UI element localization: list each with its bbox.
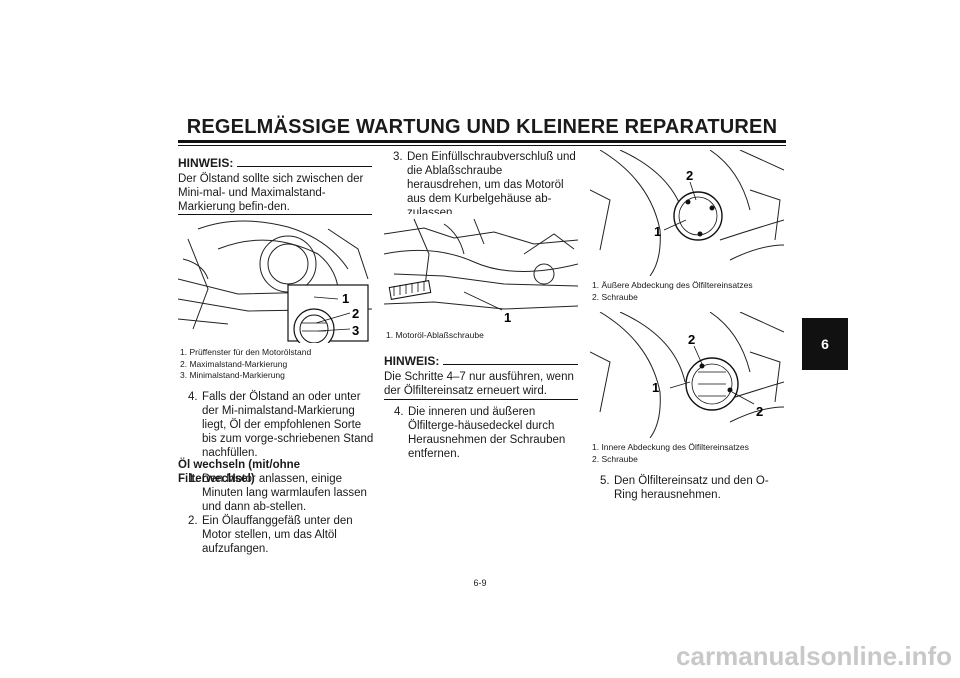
title-rule (178, 140, 786, 143)
figure-oil-level-window: 1 2 3 (178, 219, 372, 343)
step-number: 2. (188, 515, 198, 527)
chapter-tab[interactable]: 6 (802, 318, 848, 370)
step-text: Falls der Ölstand an oder unter der Mi-n… (202, 391, 374, 459)
step-text: Den Ölfiltereinsatz und den O-Ring herau… (614, 475, 769, 501)
step-5: 5. Den Ölfiltereinsatz und den O-Ring he… (600, 474, 786, 502)
step-number: 3. (393, 151, 403, 163)
caption-item: 2. Maximalstand-Markierung (180, 358, 288, 369)
figure-captions: 1. Innere Abdeckung des Ölfiltereinsatze… (592, 442, 786, 465)
page-title: REGELMÄSSIGE WARTUNG UND KLEINERE REPARA… (186, 116, 778, 138)
col2-note: HINWEIS: Die Schritte 4–7 nur ausführen,… (384, 354, 578, 398)
note-end-rule (384, 399, 578, 400)
figure-outer-filter-cover: 2 1 (590, 150, 784, 276)
step-number: 4. (394, 406, 404, 418)
note-text: Die Schritte 4–7 nur ausführen, wenn der… (384, 371, 574, 397)
step-number: 4. (188, 391, 198, 403)
step-4: 4. Die inneren und äußeren Ölfilterge-hä… (394, 405, 580, 461)
figure-callout: 1 (654, 224, 661, 239)
title-rule-thin (178, 145, 786, 146)
step-number: 1. (188, 473, 198, 485)
step-text: Die inneren und äußeren Ölfilterge-häuse… (408, 406, 566, 460)
heading-line (237, 166, 372, 167)
col1-note: HINWEIS: Der Ölstand sollte sich zwische… (178, 156, 372, 214)
figure-caption: 1. Motoröl-Ablaßschraube (386, 330, 484, 340)
figure-callout: 2 (756, 404, 763, 419)
step-4: 4. Falls der Ölstand an oder unter der M… (188, 390, 374, 460)
step-text: Den Einfüllschraubverschluß und die Abla… (407, 151, 576, 219)
caption-item: 2. Schraube (592, 291, 638, 302)
step-2: 2. Ein Ölauffanggefäß unter den Motor st… (188, 514, 374, 556)
caption-item: 3. Minimalstand-Markierung (180, 370, 285, 380)
heading-line (443, 364, 578, 365)
figure-captions: 1. Äußere Abdeckung des Ölfiltereinsatze… (592, 280, 786, 303)
note-text: Der Ölstand sollte sich zwischen der Min… (178, 173, 364, 213)
figure-callout: 2 (352, 306, 359, 321)
step-text: Den Motor anlassen, einige Minuten lang … (202, 473, 367, 513)
figure-callout: 2 (686, 168, 693, 183)
caption-item: 1. Innere Abdeckung des Ölfiltereinsatze… (592, 442, 749, 452)
figure-captions: 1. Prüffenster für den Motorölstand 2. M… (180, 347, 374, 382)
step-1: 1. Den Motor anlassen, einige Minuten la… (188, 472, 374, 514)
step-3: 3. Den Einfüllschraubverschluß und die A… (393, 150, 579, 220)
note-heading: HINWEIS: (178, 156, 234, 170)
figure-callout: 3 (352, 323, 359, 338)
figure-callout: 1 (652, 380, 659, 395)
caption-item: 1. Prüffenster für den Motorölstand (180, 347, 312, 357)
note-end-rule (178, 214, 372, 215)
watermark-text[interactable]: carmanualsonline.info (676, 641, 952, 671)
figure-inner-filter-cover: 2 1 2 (590, 312, 784, 438)
caption-item: 1. Äußere Abdeckung des Ölfiltereinsatze… (592, 280, 753, 290)
figure-callout: 2 (688, 332, 695, 347)
figure-callout: 1 (342, 291, 349, 306)
step-number: 5. (600, 475, 610, 487)
figure-drain-bolt: 1 (384, 214, 578, 326)
note-heading: HINWEIS: (384, 354, 440, 368)
caption-item: 2. Schraube (592, 453, 638, 464)
page-number: 6-9 (473, 578, 487, 588)
step-text: Ein Ölauffanggefäß unter den Motor stell… (202, 515, 353, 555)
figure-callout: 1 (504, 310, 511, 325)
section-subheading: Öl wechseln (mit/ohne Filterwechsel) (178, 459, 301, 485)
steps-list: 1. Den Motor anlassen, einige Minuten la… (188, 472, 374, 556)
